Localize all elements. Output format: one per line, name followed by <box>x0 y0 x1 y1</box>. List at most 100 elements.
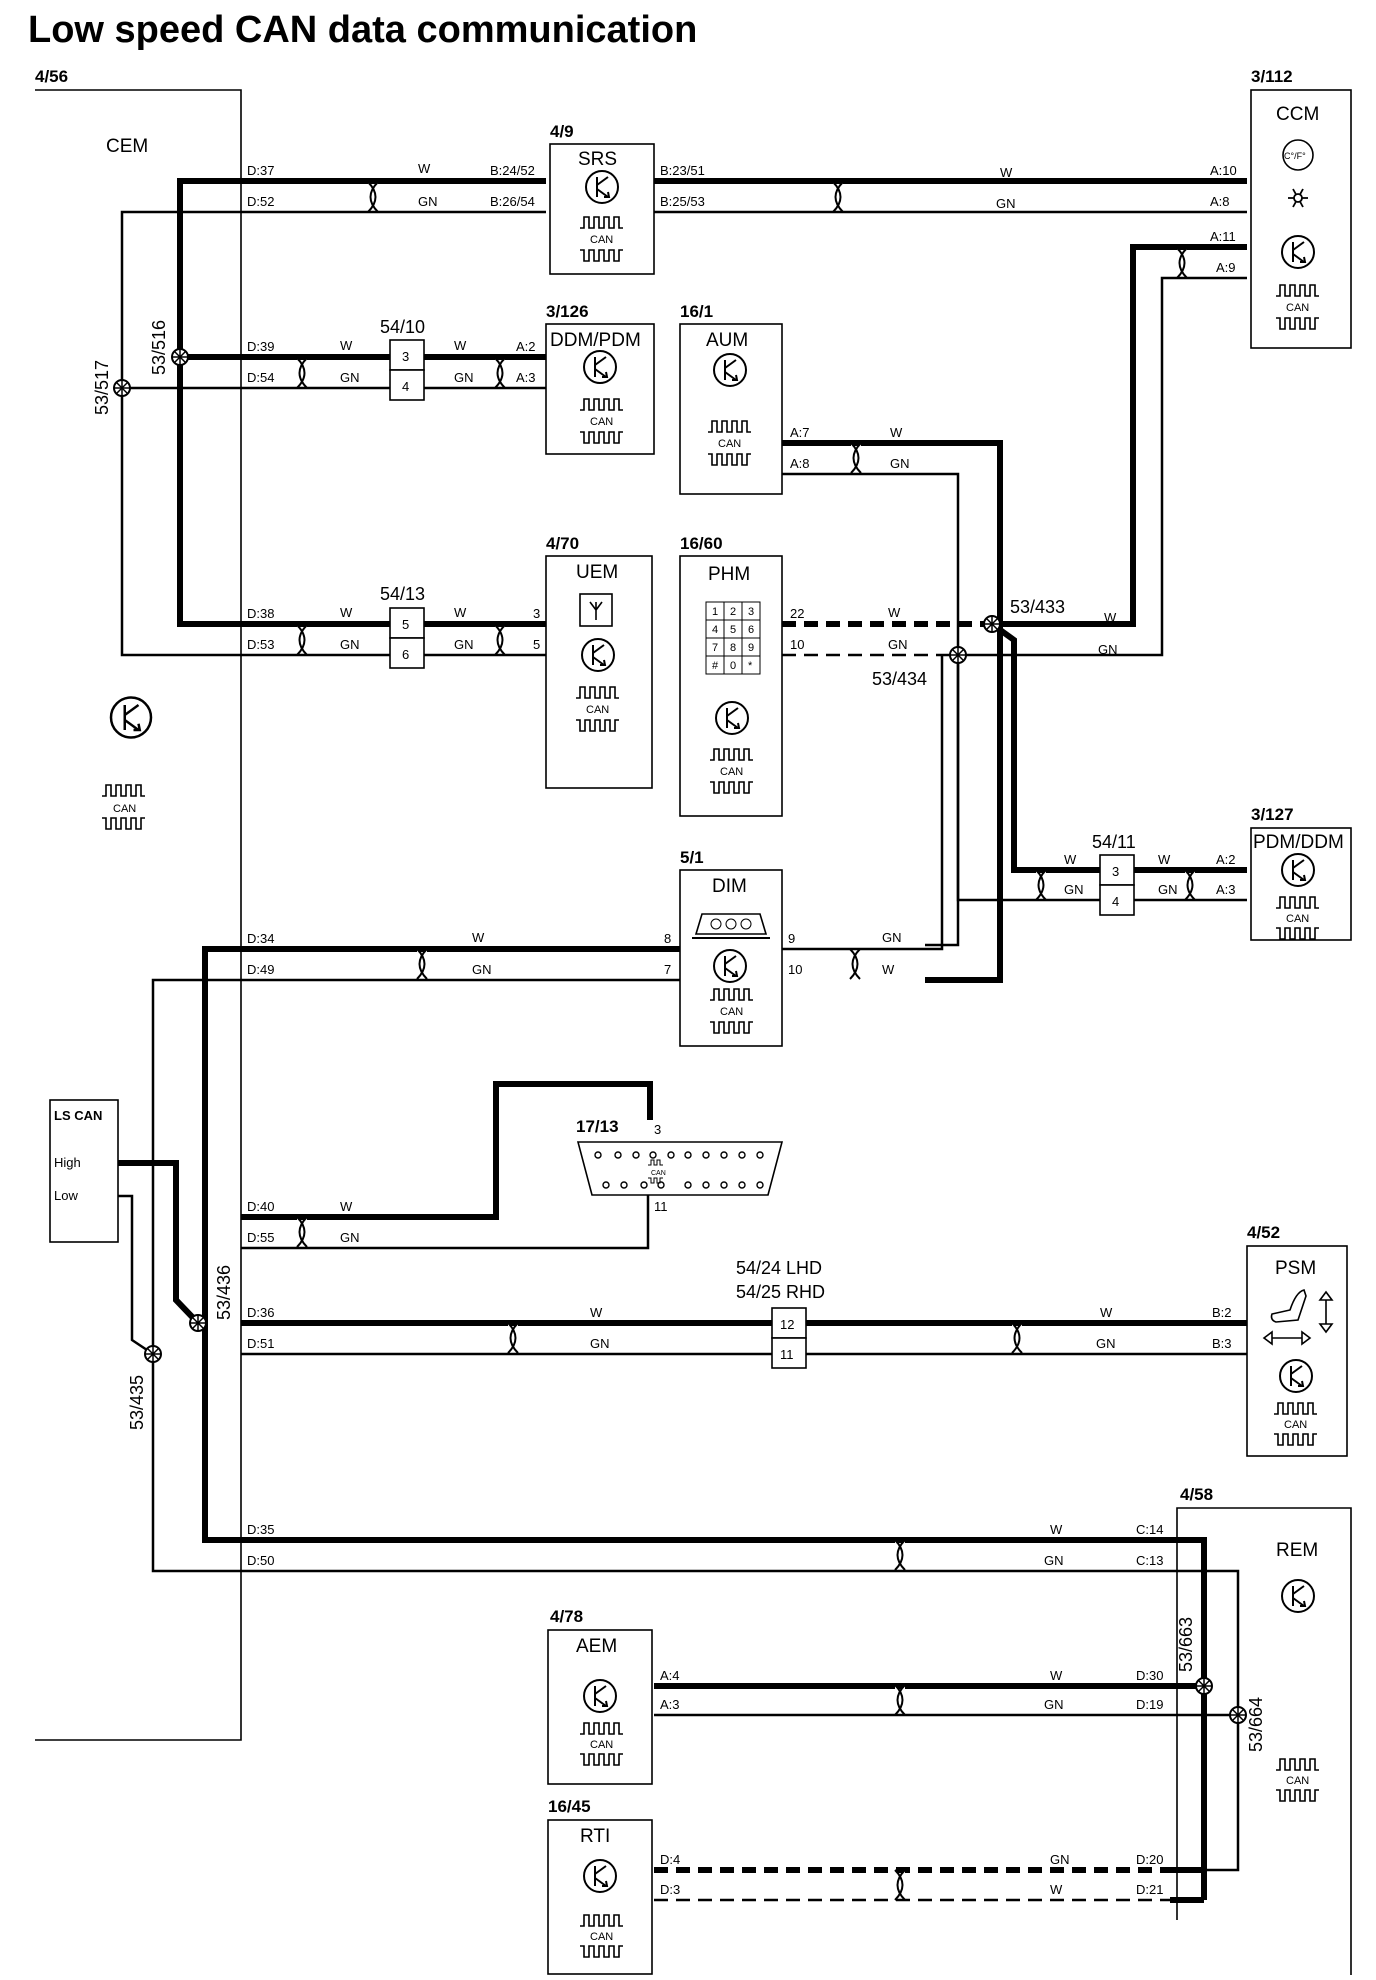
pin-label: D:30 <box>1136 1668 1163 1683</box>
pin-label: C:14 <box>1136 1522 1163 1537</box>
wire-color: GN <box>1050 1852 1070 1867</box>
connector-ref: 54/11 <box>1092 832 1136 852</box>
splice-53-664 <box>1229 1706 1247 1724</box>
keypad-key: 2 <box>730 606 736 618</box>
connector-pin: 4 <box>1112 894 1119 909</box>
pin-label: D:39 <box>247 339 274 354</box>
pin-label: C:13 <box>1136 1553 1163 1568</box>
module-ref: 3/126 <box>546 302 589 321</box>
connector-ref: 54/25 RHD <box>736 1282 825 1302</box>
keypad-key: 3 <box>748 606 754 618</box>
wire-color: GN <box>418 194 438 209</box>
connector-pin: 6 <box>402 647 409 662</box>
can-label: CAN <box>718 438 741 450</box>
can-label: CAN <box>590 1931 613 1943</box>
module-name: PHM <box>708 564 750 585</box>
pin-label: 9 <box>788 931 795 946</box>
transceiver-icon <box>715 701 749 735</box>
ls-can-title: LS CAN <box>54 1108 102 1123</box>
module-srs: 4/9 SRS CAN B:24/52 B:26/54 B:23/51 B:25… <box>490 122 705 275</box>
splice-53-436 <box>189 1314 207 1332</box>
transceiver-icon <box>583 350 617 384</box>
pin-label: 22 <box>790 606 804 621</box>
module-cem: 4/56 CEM CAN D:37 D:52 D:39 D:54 D:38 D:… <box>35 67 274 1741</box>
module-aum: 16/1 AUM CAN A:7 A:8 <box>679 302 810 495</box>
wire-color: W <box>890 425 903 440</box>
pin-label: D:35 <box>247 1522 274 1537</box>
pin-label: D:3 <box>660 1882 680 1897</box>
module-name: CEM <box>106 136 148 157</box>
splice-label: 53/435 <box>127 1375 147 1430</box>
splice-53-435 <box>144 1345 162 1363</box>
connector-pin: 12 <box>780 1317 794 1332</box>
pin-label: D:52 <box>247 194 274 209</box>
diagnostic-connector-icon <box>576 1141 784 1196</box>
splice-53-433 <box>983 615 1001 633</box>
pin-label: D:55 <box>247 1230 274 1245</box>
wire-color: W <box>454 338 467 353</box>
module-name: UEM <box>576 562 618 583</box>
wire-color: GN <box>590 1336 610 1351</box>
wire-color: GN <box>340 370 360 385</box>
can-label: CAN <box>590 234 613 246</box>
transceiver-icon <box>585 170 619 204</box>
module-ref: 4/56 <box>35 67 68 86</box>
module-psm: 4/52 PSM CAN B:2 B:3 <box>1212 1223 1348 1457</box>
can-label: CAN <box>720 766 743 778</box>
splice-label: 53/436 <box>214 1265 234 1320</box>
can-signal-icon <box>101 817 146 830</box>
wire-color: W <box>418 161 431 176</box>
wire-color: GN <box>472 962 492 977</box>
pin-label: 3 <box>654 1122 661 1137</box>
module-ref: 4/78 <box>550 1607 583 1626</box>
module-ref: 5/1 <box>680 848 704 867</box>
wire-color: W <box>1104 610 1117 625</box>
module-name: AUM <box>706 330 748 351</box>
keypad-key: 6 <box>748 624 754 636</box>
splice-label: 53/516 <box>149 320 169 375</box>
module-name: CCM <box>1276 104 1319 125</box>
connector-54-10: 54/10 3 4 <box>380 317 425 401</box>
ls-can-box: LS CAN High Low <box>49 1099 119 1243</box>
splice-53-663 <box>1195 1677 1213 1695</box>
seat-icon <box>1262 1289 1334 1346</box>
module-name: AEM <box>576 1636 617 1657</box>
keypad-key: # <box>712 660 719 672</box>
pin-label: A:8 <box>1210 194 1230 209</box>
wire-color: W <box>1050 1882 1063 1897</box>
can-label: CAN <box>1284 1419 1307 1431</box>
page-title: Low speed CAN data communication <box>28 9 697 51</box>
wire-color: GN <box>1064 882 1084 897</box>
wire-color: W <box>1100 1305 1113 1320</box>
wire-color: GN <box>1044 1697 1064 1712</box>
pin-label: A:10 <box>1210 163 1237 178</box>
wire-color: W <box>340 338 353 353</box>
module-dim: 5/1 DIM CAN 8 7 9 10 <box>664 848 802 1047</box>
wire-color: GN <box>996 196 1016 211</box>
pin-label: 8 <box>664 931 671 946</box>
wire-color: GN <box>882 930 902 945</box>
can-label: CAN <box>590 1739 613 1751</box>
wire-color: W <box>340 605 353 620</box>
wire-color: GN <box>454 637 474 652</box>
splice-53-516 <box>171 348 189 366</box>
wire-color: W <box>888 605 901 620</box>
pin-label: B:26/54 <box>490 194 535 209</box>
wire-color: W <box>1050 1522 1063 1537</box>
connector-pin: 11 <box>780 1347 794 1362</box>
wire-color: W <box>882 962 895 977</box>
transceiver-icon <box>1279 1359 1313 1393</box>
pin-label: 10 <box>790 637 804 652</box>
splice-label: 53/433 <box>1010 597 1065 617</box>
wire-color: W <box>1064 852 1077 867</box>
keypad-icon: 1 2 3 4 5 6 7 8 9 # 0 * <box>705 601 761 675</box>
module-ref: 4/9 <box>550 122 574 141</box>
module-rem: 4/58 REM CAN C:14 C:13 D:30 D:19 D:20 D:… <box>1136 1485 1352 1975</box>
can-label: CAN <box>720 1006 743 1018</box>
pin-label: A:2 <box>1216 852 1236 867</box>
connector-pin: 5 <box>402 617 409 632</box>
keypad-key: 1 <box>712 606 718 618</box>
pin-label: A:11 <box>1210 229 1236 244</box>
pin-label: D:37 <box>247 163 274 178</box>
module-ref: 4/70 <box>546 534 579 553</box>
